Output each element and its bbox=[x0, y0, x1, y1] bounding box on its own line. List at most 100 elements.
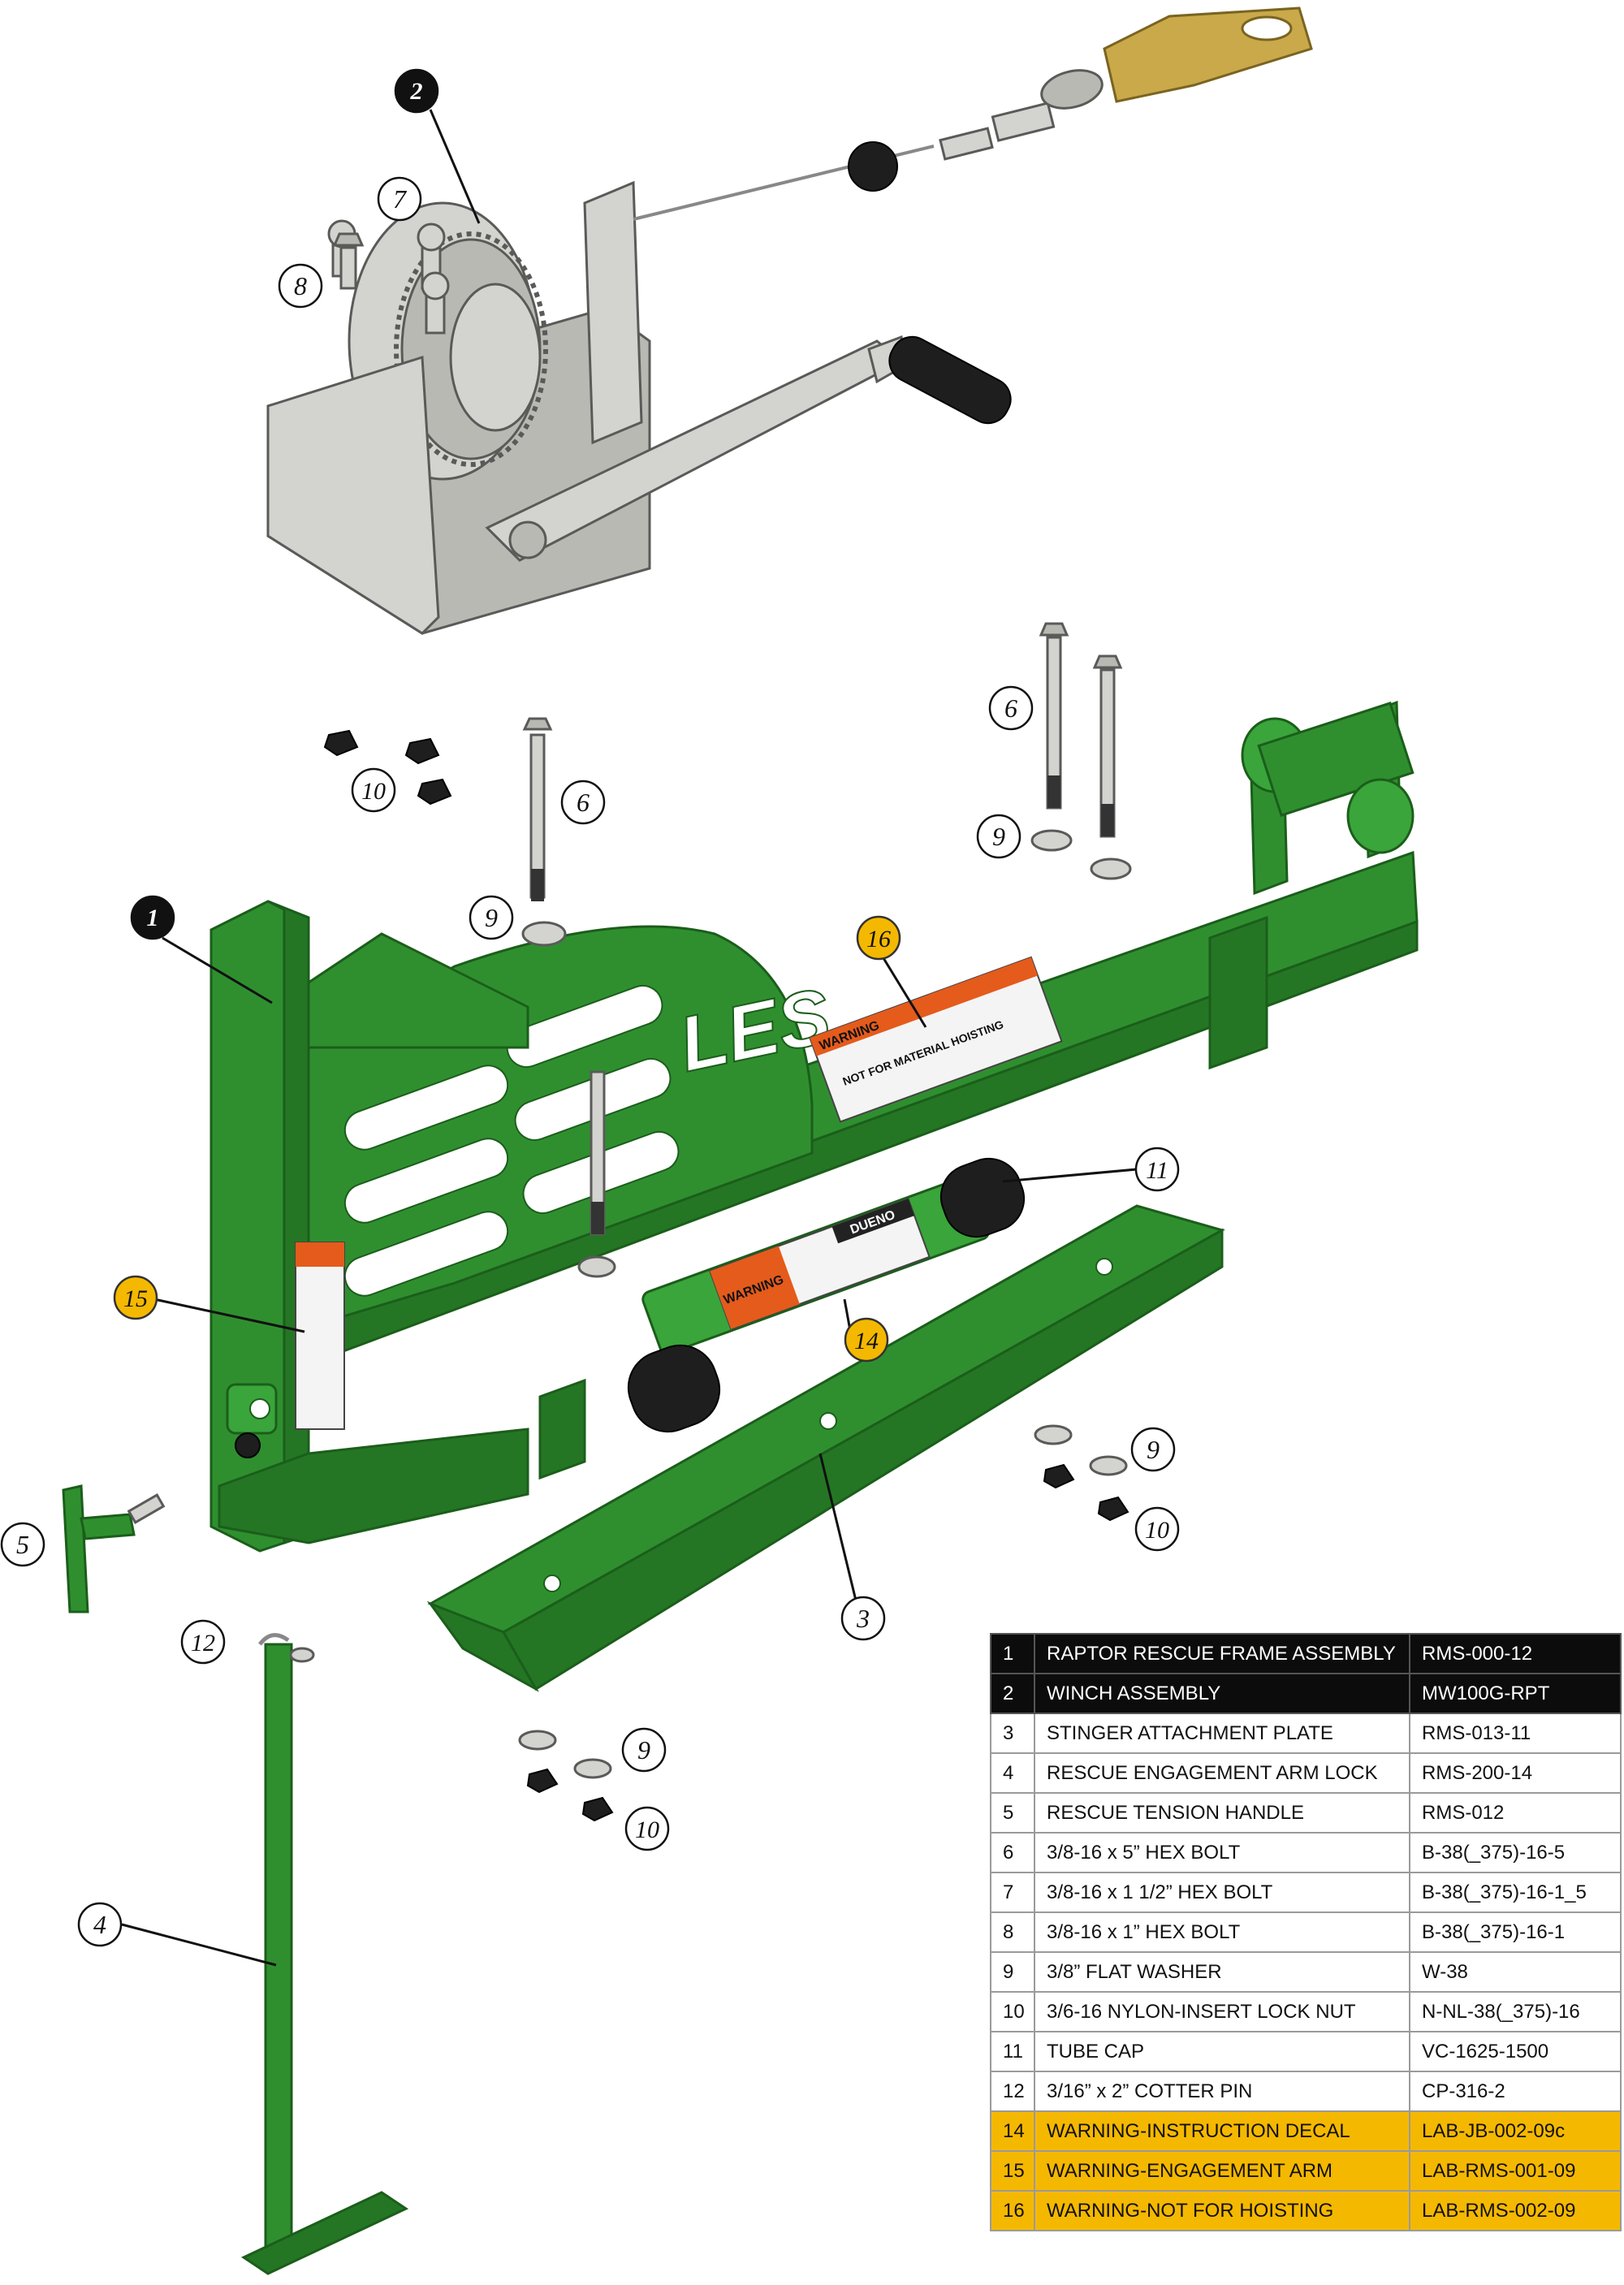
callout-7: 7 bbox=[377, 176, 422, 222]
parts-cell-item: 6 bbox=[990, 1832, 1035, 1873]
parts-cell-part-no: VC-1625-1500 bbox=[1409, 2031, 1622, 2072]
parts-cell-part-no: RMS-000-12 bbox=[1409, 1633, 1622, 1674]
parts-cell-part-no: B-38(_375)-16-1 bbox=[1409, 1911, 1622, 1953]
parts-cell-item: 11 bbox=[990, 2031, 1035, 2072]
parts-cell-description: TUBE CAP bbox=[1034, 2031, 1410, 2072]
callout-2: 2 bbox=[394, 68, 439, 114]
svg-text:3: 3 bbox=[856, 1604, 870, 1633]
hardware bbox=[323, 232, 1132, 1822]
svg-text:6: 6 bbox=[577, 788, 590, 817]
parts-cell-part-no: LAB-RMS-002-09 bbox=[1409, 2190, 1622, 2231]
parts-cell-item: 5 bbox=[990, 1792, 1035, 1834]
parts-cell-part-no: LAB-JB-002-09c bbox=[1409, 2110, 1622, 2152]
winch-assembly bbox=[266, 6, 1313, 635]
svg-text:8: 8 bbox=[294, 271, 307, 300]
parts-cell-description: RESCUE ENGAGEMENT ARM LOCK bbox=[1034, 1752, 1410, 1794]
callout-3: 3 bbox=[840, 1596, 886, 1641]
svg-text:1: 1 bbox=[147, 905, 159, 931]
svg-text:12: 12 bbox=[191, 1630, 215, 1657]
parts-cell-description: 3/8-16 x 5” HEX BOLT bbox=[1034, 1832, 1410, 1873]
parts-cell-description: WINCH ASSEMBLY bbox=[1034, 1673, 1410, 1714]
parts-cell-part-no: RMS-200-14 bbox=[1409, 1752, 1622, 1794]
parts-cell-description: 3/8-16 x 1 1/2” HEX BOLT bbox=[1034, 1872, 1410, 1913]
svg-text:2: 2 bbox=[410, 78, 423, 105]
svg-text:6: 6 bbox=[1004, 693, 1017, 723]
parts-cell-item: 16 bbox=[990, 2190, 1035, 2231]
parts-cell-description: WARNING-INSTRUCTION DECAL bbox=[1034, 2110, 1410, 2152]
parts-cell-description: RAPTOR RESCUE FRAME ASSEMBLY bbox=[1034, 1633, 1410, 1674]
parts-cell-item: 8 bbox=[990, 1911, 1035, 1953]
parts-cell-item: 10 bbox=[990, 1991, 1035, 2032]
rescue-frame-assembly: LES WARNING NOT FOR MATERIAL HOISTING WA… bbox=[209, 700, 1419, 1553]
parts-cell-item: 7 bbox=[990, 1872, 1035, 1913]
rescue-tension-handle bbox=[62, 1484, 166, 1613]
parts-cell-item: 9 bbox=[990, 1951, 1035, 1993]
parts-cell-item: 2 bbox=[990, 1673, 1035, 1714]
svg-text:5: 5 bbox=[16, 1530, 29, 1559]
stinger-attachment-plate bbox=[426, 1204, 1225, 1692]
svg-text:10: 10 bbox=[1145, 1517, 1169, 1544]
callout-4: 4 bbox=[77, 1902, 123, 1947]
callout-9d: 9 bbox=[621, 1727, 667, 1773]
callout-9a: 9 bbox=[469, 895, 514, 940]
callout-10a: 10 bbox=[351, 767, 396, 813]
svg-text:10: 10 bbox=[361, 778, 386, 805]
parts-cell-description: WARNING-ENGAGEMENT ARM bbox=[1034, 2150, 1410, 2192]
callout-8: 8 bbox=[278, 263, 323, 309]
engagement-tube: WARNING DUENO bbox=[641, 1176, 991, 1355]
parts-cell-description: STINGER ATTACHMENT PLATE bbox=[1034, 1713, 1410, 1754]
callout-14: 14 bbox=[844, 1317, 889, 1363]
svg-text:11: 11 bbox=[1146, 1157, 1168, 1184]
parts-cell-part-no: N-NL-38(_375)-16 bbox=[1409, 1991, 1622, 2032]
callout-11: 11 bbox=[1134, 1147, 1180, 1192]
parts-cell-description: 3/8” FLAT WASHER bbox=[1034, 1951, 1410, 1993]
parts-cell-part-no: LAB-RMS-001-09 bbox=[1409, 2150, 1622, 2192]
parts-cell-part-no: MW100G-RPT bbox=[1409, 1673, 1622, 1714]
svg-text:9: 9 bbox=[992, 822, 1005, 851]
parts-cell-item: 12 bbox=[990, 2071, 1035, 2112]
parts-cell-part-no: CP-316-2 bbox=[1409, 2071, 1622, 2112]
callout-12: 12 bbox=[180, 1619, 226, 1665]
svg-text:14: 14 bbox=[854, 1328, 879, 1354]
svg-text:9: 9 bbox=[637, 1735, 650, 1765]
callout-10b: 10 bbox=[1134, 1506, 1180, 1552]
callout-15: 15 bbox=[113, 1275, 158, 1320]
parts-cell-part-no: W-38 bbox=[1409, 1951, 1622, 1993]
svg-text:15: 15 bbox=[123, 1285, 148, 1312]
parts-cell-item: 15 bbox=[990, 2150, 1035, 2192]
parts-cell-description: WARNING-NOT FOR HOISTING bbox=[1034, 2190, 1410, 2231]
parts-cell-part-no: RMS-012 bbox=[1409, 1792, 1622, 1834]
svg-text:9: 9 bbox=[485, 903, 498, 932]
svg-text:7: 7 bbox=[393, 184, 408, 214]
callout-16: 16 bbox=[856, 915, 901, 961]
parts-cell-description: 3/16” x 2” COTTER PIN bbox=[1034, 2071, 1410, 2112]
decal-15 bbox=[295, 1242, 345, 1430]
callout-6b: 6 bbox=[988, 685, 1034, 731]
svg-text:10: 10 bbox=[635, 1816, 659, 1843]
parts-cell-part-no: B-38(_375)-16-5 bbox=[1409, 1832, 1622, 1873]
parts-cell-item: 14 bbox=[990, 2110, 1035, 2152]
parts-cell-description: RESCUE TENSION HANDLE bbox=[1034, 1792, 1410, 1834]
parts-cell-item: 3 bbox=[990, 1713, 1035, 1754]
callout-6a: 6 bbox=[560, 780, 606, 825]
rescue-engagement-arm-lock bbox=[240, 1633, 409, 2275]
callout-1: 1 bbox=[130, 895, 175, 940]
callouts: 1 2 3 4 5 6 6 7 8 9 9 9 9 10 10 10 11 12… bbox=[0, 68, 1180, 1947]
callout-9c: 9 bbox=[1130, 1427, 1176, 1472]
